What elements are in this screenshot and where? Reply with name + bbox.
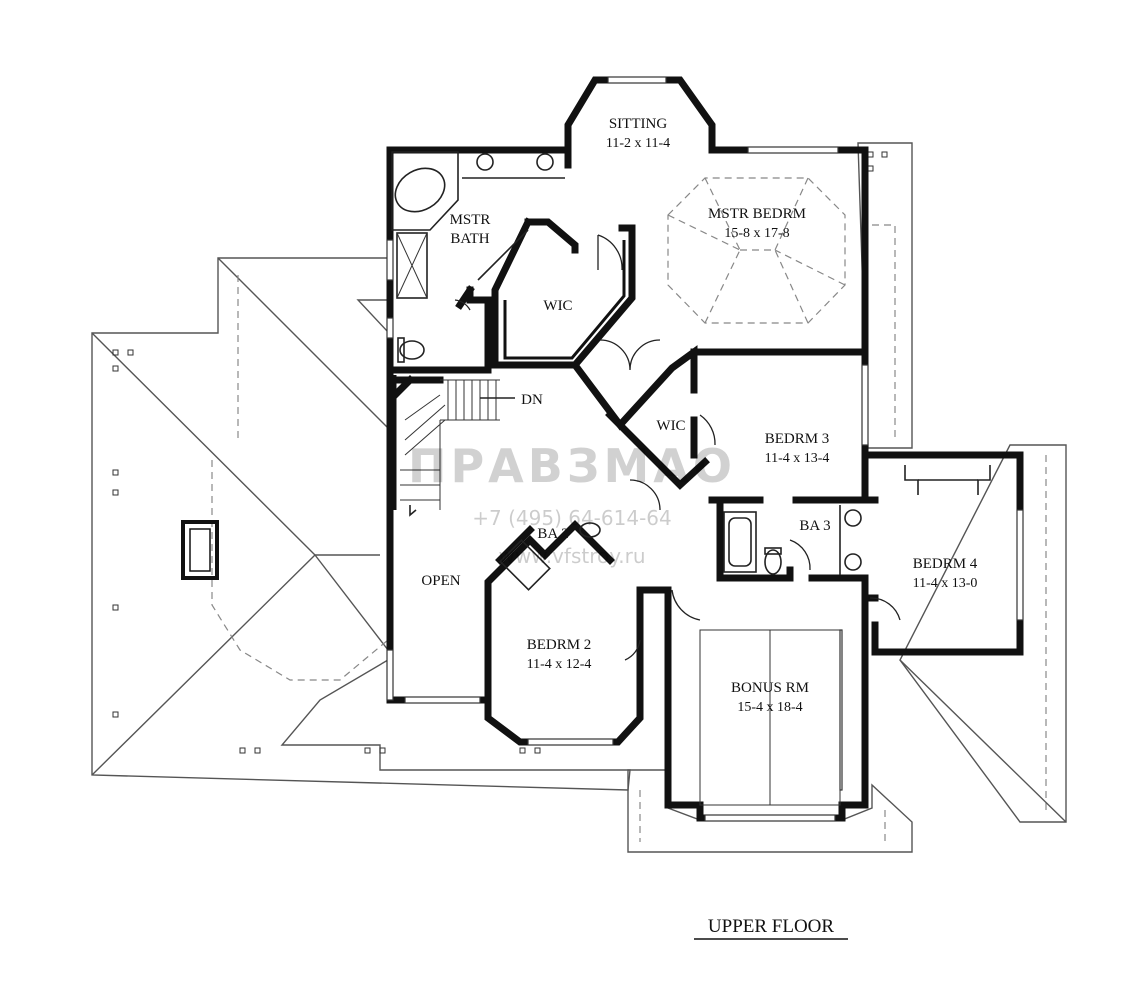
room-size-bedrm4: 11-4 x 13-0: [913, 576, 978, 591]
interior-walls: [390, 217, 879, 602]
room-name-mstr-bath-2: BATH: [450, 231, 489, 247]
room-labels: SITTING 11-2 x 11-4 MSTR BEDRM 15-8 x 17…: [421, 116, 977, 715]
room-name-ba3: BA 3: [799, 518, 830, 534]
room-name-wic-master: WIC: [543, 298, 572, 314]
room-size-bedrm3: 11-4 x 13-4: [765, 451, 830, 466]
room-name-bedrm3: BEDRM 3: [765, 431, 830, 447]
room-size-bonus-rm: 15-4 x 18-4: [737, 700, 802, 715]
room-name-ba2: BA 2: [537, 526, 568, 542]
room-name-bonus-rm: BONUS RM: [731, 680, 809, 696]
room-name-bedrm4: BEDRM 4: [913, 556, 978, 572]
watermark-phone: +7 (495) 64-614-64: [472, 506, 671, 530]
room-name-wic-bedrm3: WIC: [656, 418, 685, 434]
stair-down-label: DN: [521, 392, 543, 408]
room-name-mstr-bedrm: MSTR BEDRM: [708, 206, 806, 222]
watermark: ПРАВЗМАО +7 (495) 64-614-64 www.vfstroy.…: [408, 439, 736, 568]
room-name-open: OPEN: [421, 573, 460, 589]
room-size-sitting: 11-2 x 11-4: [606, 136, 670, 151]
watermark-site: www.vfstroy.ru: [499, 544, 646, 568]
room-name-mstr-bath-1: MSTR: [450, 212, 491, 228]
room-name-bedrm2: BEDRM 2: [527, 637, 592, 653]
left-roof: [91, 257, 631, 791]
room-size-bedrm2: 11-4 x 12-4: [527, 657, 592, 672]
room-name-sitting: SITTING: [609, 116, 667, 132]
doors: [454, 234, 901, 661]
room-size-mstr-bedrm: 15-8 x 17-8: [724, 226, 789, 241]
windows: [386, 76, 1024, 822]
plan-title-group: UPPER FLOOR: [694, 916, 848, 940]
fixtures: [391, 151, 991, 806]
watermark-brand: ПРАВЗМАО: [408, 439, 736, 493]
plan-title: UPPER FLOOR: [708, 916, 834, 937]
